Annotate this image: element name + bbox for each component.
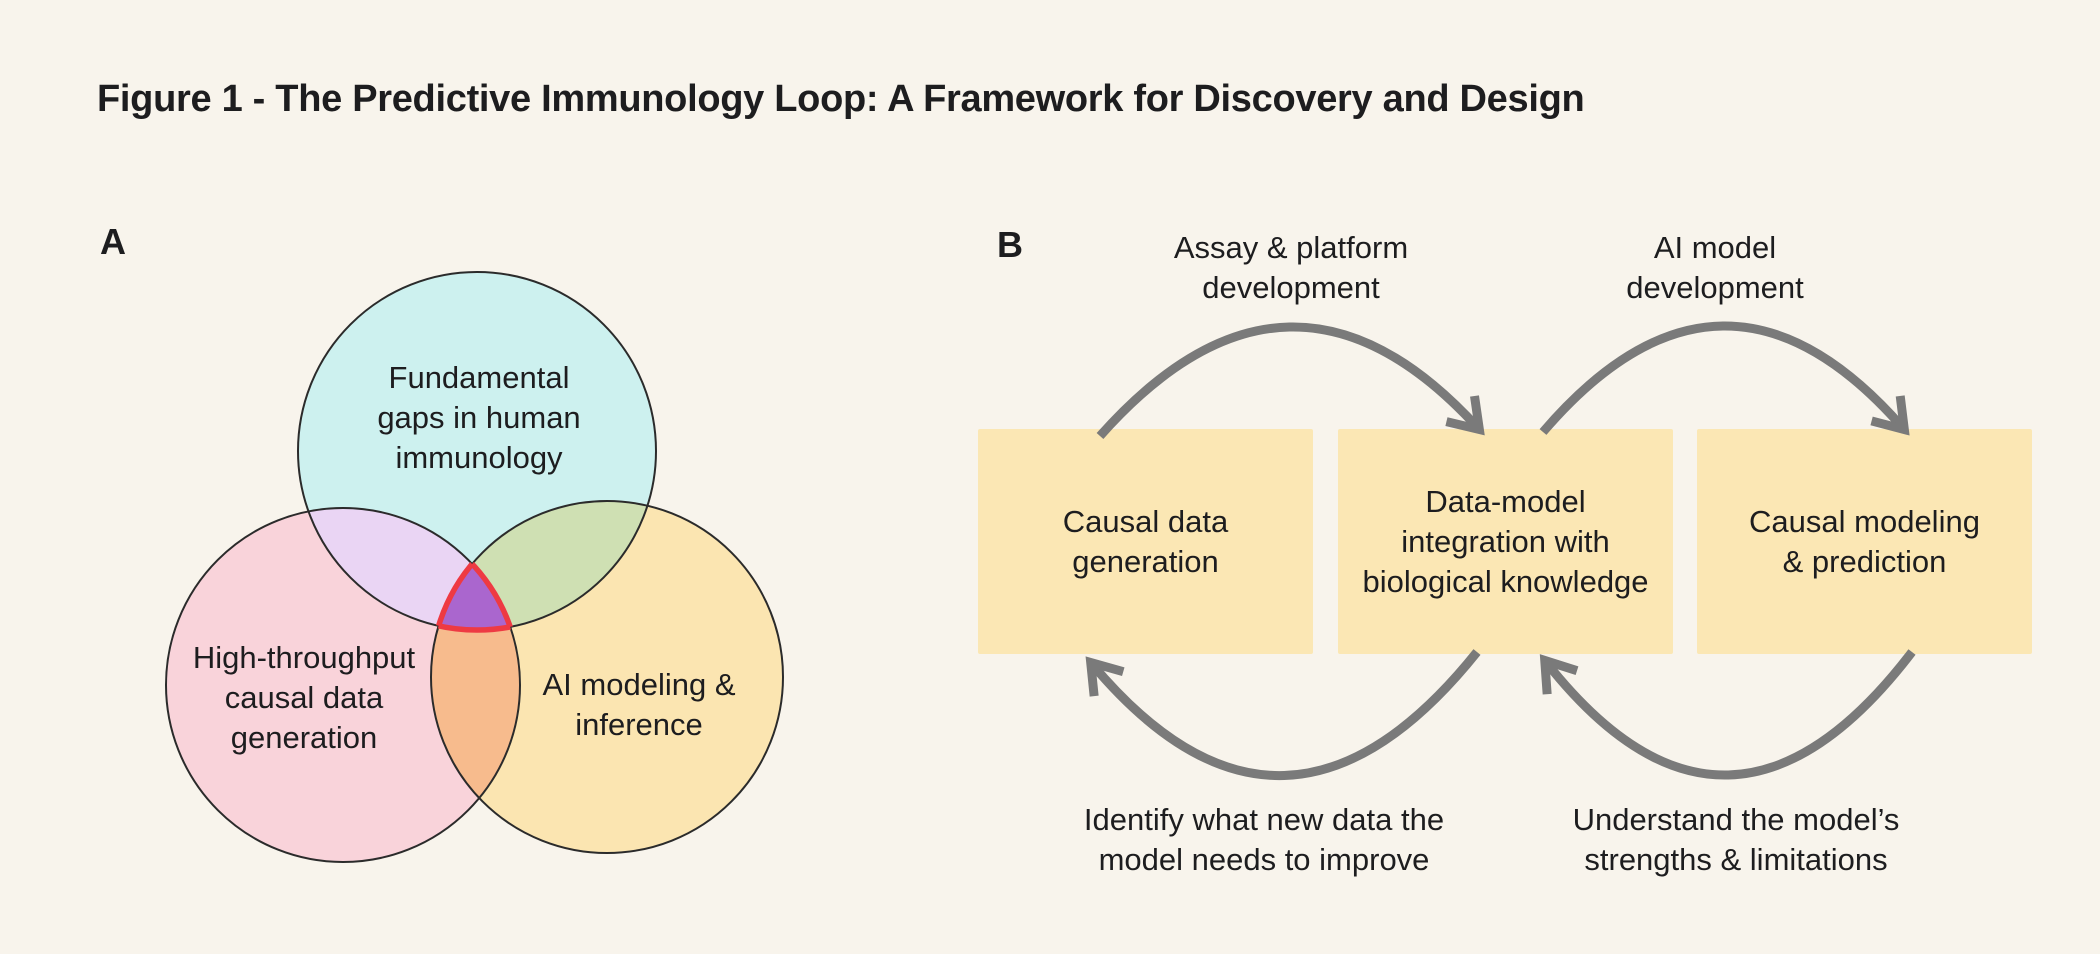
arrow-identify-new-data xyxy=(1092,649,1481,780)
arrow-label-understand-model: Understand the model’s strengths & limit… xyxy=(1572,802,1900,877)
venn-label-causal-data: High-throughput causal data generation xyxy=(192,640,416,755)
panel-a-label: A xyxy=(100,221,126,262)
arrow-label-assay-platform: Assay & platform development xyxy=(1173,230,1409,305)
arrow-understand-model xyxy=(1546,649,1916,780)
arrow-assay-platform-development xyxy=(1096,322,1478,439)
arrow-label-ai-model: AI model development xyxy=(1626,230,1804,305)
box-causal-data-generation-label: Causal data generation xyxy=(1062,503,1229,579)
arrow-label-identify-new-data: Identify what new data the model needs t… xyxy=(1083,802,1445,877)
arrow-ai-model-development xyxy=(1539,321,1903,432)
box-data-model-integration: Data-model integration with biological k… xyxy=(1338,429,1673,654)
box-causal-modeling-prediction: Causal modeling & prediction xyxy=(1697,429,2032,654)
box-data-model-integration-label: Data-model integration with biological k… xyxy=(1362,483,1649,599)
box-causal-data-generation: Causal data generation xyxy=(978,429,1313,654)
venn-label-ai-modeling: AI modeling & inference xyxy=(542,667,736,742)
panel-b-label: B xyxy=(997,224,1023,265)
venn-label-fundamental-gaps: Fundamental gaps in human immunology xyxy=(377,360,581,475)
box-causal-modeling-prediction-label: Causal modeling & prediction xyxy=(1749,503,1980,579)
figure-title: Figure 1 - The Predictive Immunology Loo… xyxy=(97,78,1585,120)
